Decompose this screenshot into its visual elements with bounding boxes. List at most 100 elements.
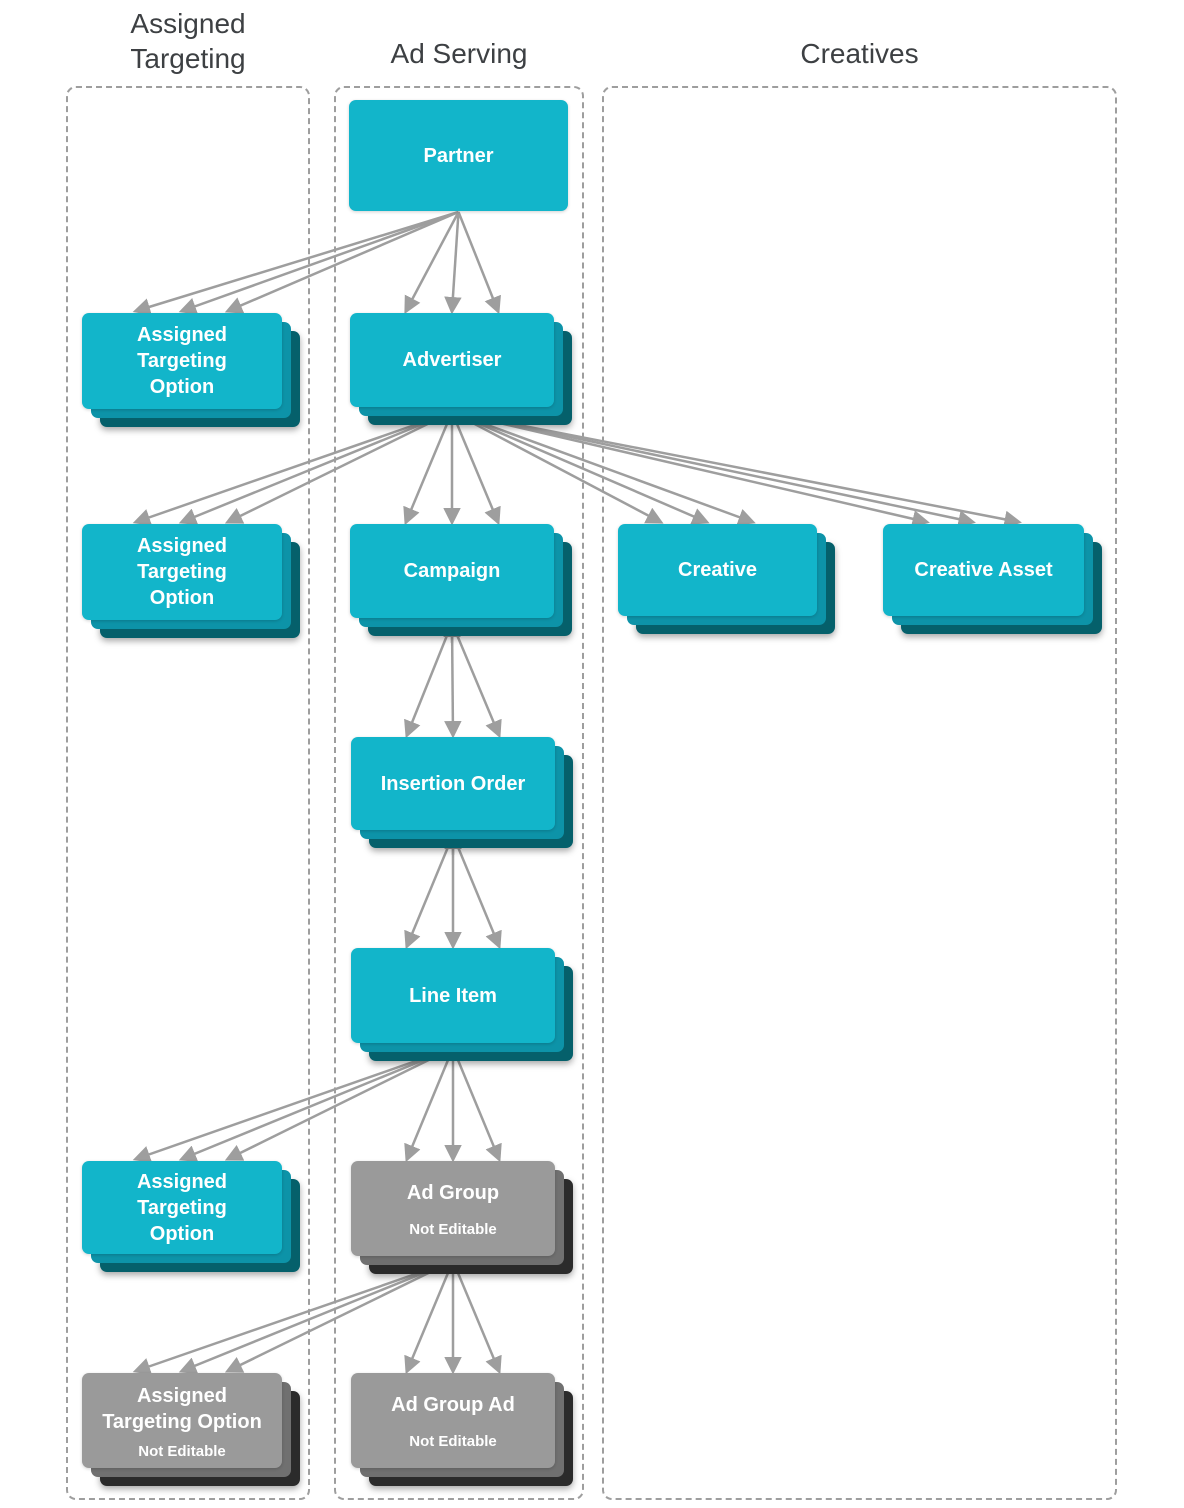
node-label-line: Partner — [423, 144, 494, 167]
node-label-line: Advertiser — [402, 349, 502, 371]
column-creatives — [602, 86, 1117, 1500]
node-label-line: Assigned — [136, 324, 228, 346]
node-face: Campaign — [350, 524, 554, 618]
arrow-line — [178, 210, 459, 315]
node-label-line: Assigned — [136, 1384, 227, 1407]
node-label-line: Creative Asset — [914, 559, 1053, 581]
node-label-line: Targeting — [137, 1196, 227, 1219]
arrow-line — [403, 411, 454, 526]
arrow-line — [451, 410, 1022, 528]
node-label: Creative — [678, 557, 757, 583]
node-label: Partner — [423, 143, 493, 169]
node-label-line: Targeting Option — [102, 1410, 262, 1433]
arrow-line — [451, 410, 930, 528]
node-advertiser: Advertiser — [350, 313, 572, 425]
node-creative-asset: Creative Asset — [883, 524, 1102, 634]
arrow-line — [224, 1046, 454, 1161]
node-label: Advertiser — [403, 347, 502, 373]
node-face: Creative — [618, 524, 817, 616]
node-face: Partner — [349, 100, 568, 211]
arrow-line — [178, 410, 453, 525]
arrow-line — [404, 834, 455, 950]
arrow-line — [451, 1047, 502, 1163]
arrow-line — [444, 211, 462, 315]
node-line-item: Line Item — [351, 948, 573, 1061]
node-label-line: Insertion Order — [380, 772, 526, 795]
node-label-line: Assigned — [136, 535, 228, 557]
node-label-line: Ad Group — [406, 1182, 500, 1204]
node-sublabel: Not Editable — [138, 1442, 226, 1460]
node-label: Line Item — [409, 983, 497, 1009]
arrow-line — [451, 410, 756, 526]
node-sublabel: Not Editable — [409, 1433, 497, 1450]
node-label-line: Creative — [678, 559, 757, 581]
node-ad-group-ad: Ad Group Ad Not Editable — [351, 1373, 573, 1486]
node-label: Ad Group Ad — [391, 1392, 515, 1418]
arrow-line — [224, 410, 453, 524]
column-header-line: Ad Serving — [390, 38, 528, 69]
node-label: Ad Group — [407, 1180, 499, 1206]
node-partner: Partner — [349, 100, 568, 211]
arrow-line — [404, 211, 460, 315]
node-insertion-order: Insertion Order — [351, 737, 573, 848]
column-header-ad-serving: Ad Serving — [334, 36, 584, 71]
node-label-line: Option — [149, 1222, 215, 1245]
arrow-line — [178, 1259, 454, 1374]
arrow-line — [450, 622, 502, 739]
arrow-line — [132, 1259, 454, 1375]
node-label-line: Assigned — [136, 1170, 228, 1193]
arrow-line — [404, 622, 454, 739]
arrow-line — [132, 1046, 454, 1163]
column-header-creatives: Creatives — [602, 36, 1117, 71]
node-face: Insertion Order — [351, 737, 555, 830]
node-sublabel: Not Editable — [409, 1221, 497, 1238]
arrow-line — [457, 211, 501, 315]
node-label-line: Targeting — [137, 350, 227, 372]
arrow-line — [224, 210, 459, 314]
node-campaign: Campaign — [350, 524, 572, 636]
arrow-line — [450, 411, 501, 526]
node-label-line: Line Item — [409, 984, 497, 1007]
node-face: Advertiser — [350, 313, 554, 407]
node-label: Campaign — [404, 558, 501, 584]
arrow-line — [404, 1260, 455, 1375]
node-label-line: Campaign — [403, 560, 501, 582]
arrow-line — [451, 410, 710, 525]
arrow-line — [451, 410, 976, 528]
column-ad-serving — [334, 86, 584, 1500]
column-header-line: Targeting — [130, 43, 246, 74]
column-header-line: Assigned — [130, 8, 246, 39]
node-label-line: Option — [149, 376, 215, 398]
arrow-line — [451, 1260, 502, 1375]
column-assigned-targeting — [66, 86, 310, 1500]
arrow-line — [451, 834, 502, 950]
node-creative: Creative — [618, 524, 835, 634]
node-label: Insertion Order — [381, 771, 525, 797]
column-header-line: Creatives — [800, 38, 919, 69]
arrow-line — [132, 210, 459, 316]
arrow-line — [132, 410, 453, 526]
node-face: Ad Group Ad Not Editable — [351, 1373, 555, 1468]
arrow-line — [224, 1259, 454, 1373]
node-label: Creative Asset — [914, 557, 1052, 583]
arrow-line — [451, 410, 664, 524]
arrow-line — [178, 1046, 454, 1162]
node-label-line: Ad Group Ad — [391, 1394, 515, 1416]
